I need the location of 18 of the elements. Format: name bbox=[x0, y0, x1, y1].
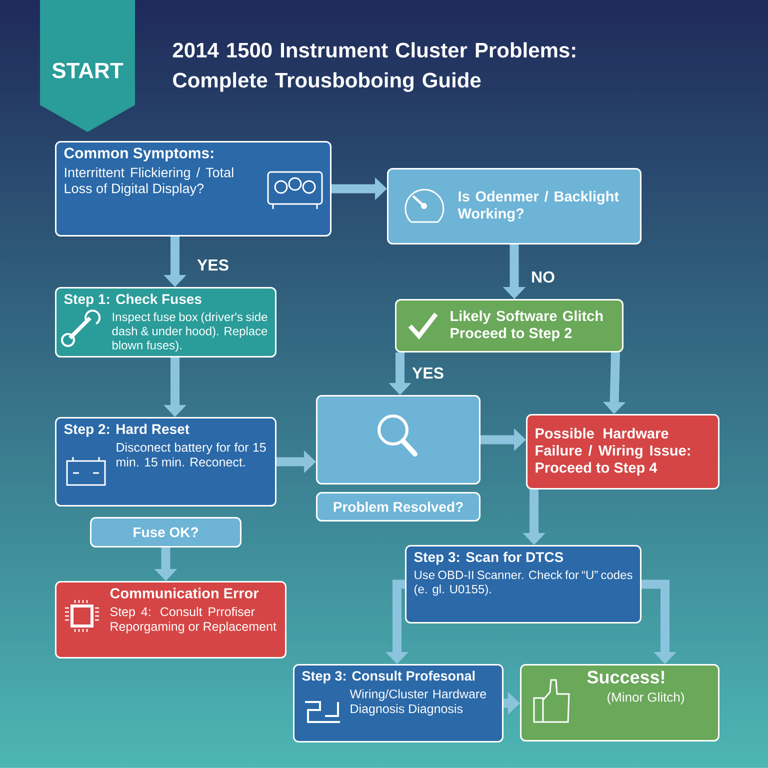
process-box: Step 3: Scan for DTCS Use OBD-II Scanner. Check for “U” codes (e. gl. U0155). bbox=[405, 545, 642, 624]
title: 2014 1500 Instrument Cluster Problems: Complete Trousboboing Guide bbox=[172, 42, 576, 92]
edge-label: NO bbox=[532, 271, 554, 283]
decision-box bbox=[316, 395, 480, 484]
process-box: Step 3: Consult Profesonal Wiring/Cluster Hardware Diagnosis Diagnosis bbox=[293, 664, 504, 742]
decision-box: Is Odenmer / Backlight Working? bbox=[387, 168, 642, 244]
result-box: Communication Error Step 4: Consult Prrofiser Reporgaming or Replacement bbox=[55, 581, 286, 658]
edge-label: YES bbox=[412, 367, 444, 379]
question-box: Fuse OK? bbox=[90, 517, 242, 548]
result-box: Possible Hardware Failure / Wiring Issue: Proceed to Step 4 bbox=[526, 414, 720, 490]
edge-label: YES bbox=[197, 259, 228, 271]
question-box: Problem Resolved? bbox=[316, 492, 480, 522]
result-box: Success! (Minor Glitch) bbox=[520, 664, 720, 742]
process-box: Step 1: Check Fuses Inspect fuse box (driver's side dash & under hood). Replace blown fuses). bbox=[55, 287, 276, 358]
start-banner: START bbox=[40, 0, 135, 132]
process-box: Step 2: Hard Reset Disconect battery for for 15 min. 15 min. Reconect. bbox=[55, 417, 276, 506]
result-box: Likely Software Glitch Proceed to Step 2 bbox=[395, 299, 624, 352]
process-box: Common Symptoms: Interrittent Flickiering / Total Loss of Digital Display? bbox=[55, 141, 332, 236]
